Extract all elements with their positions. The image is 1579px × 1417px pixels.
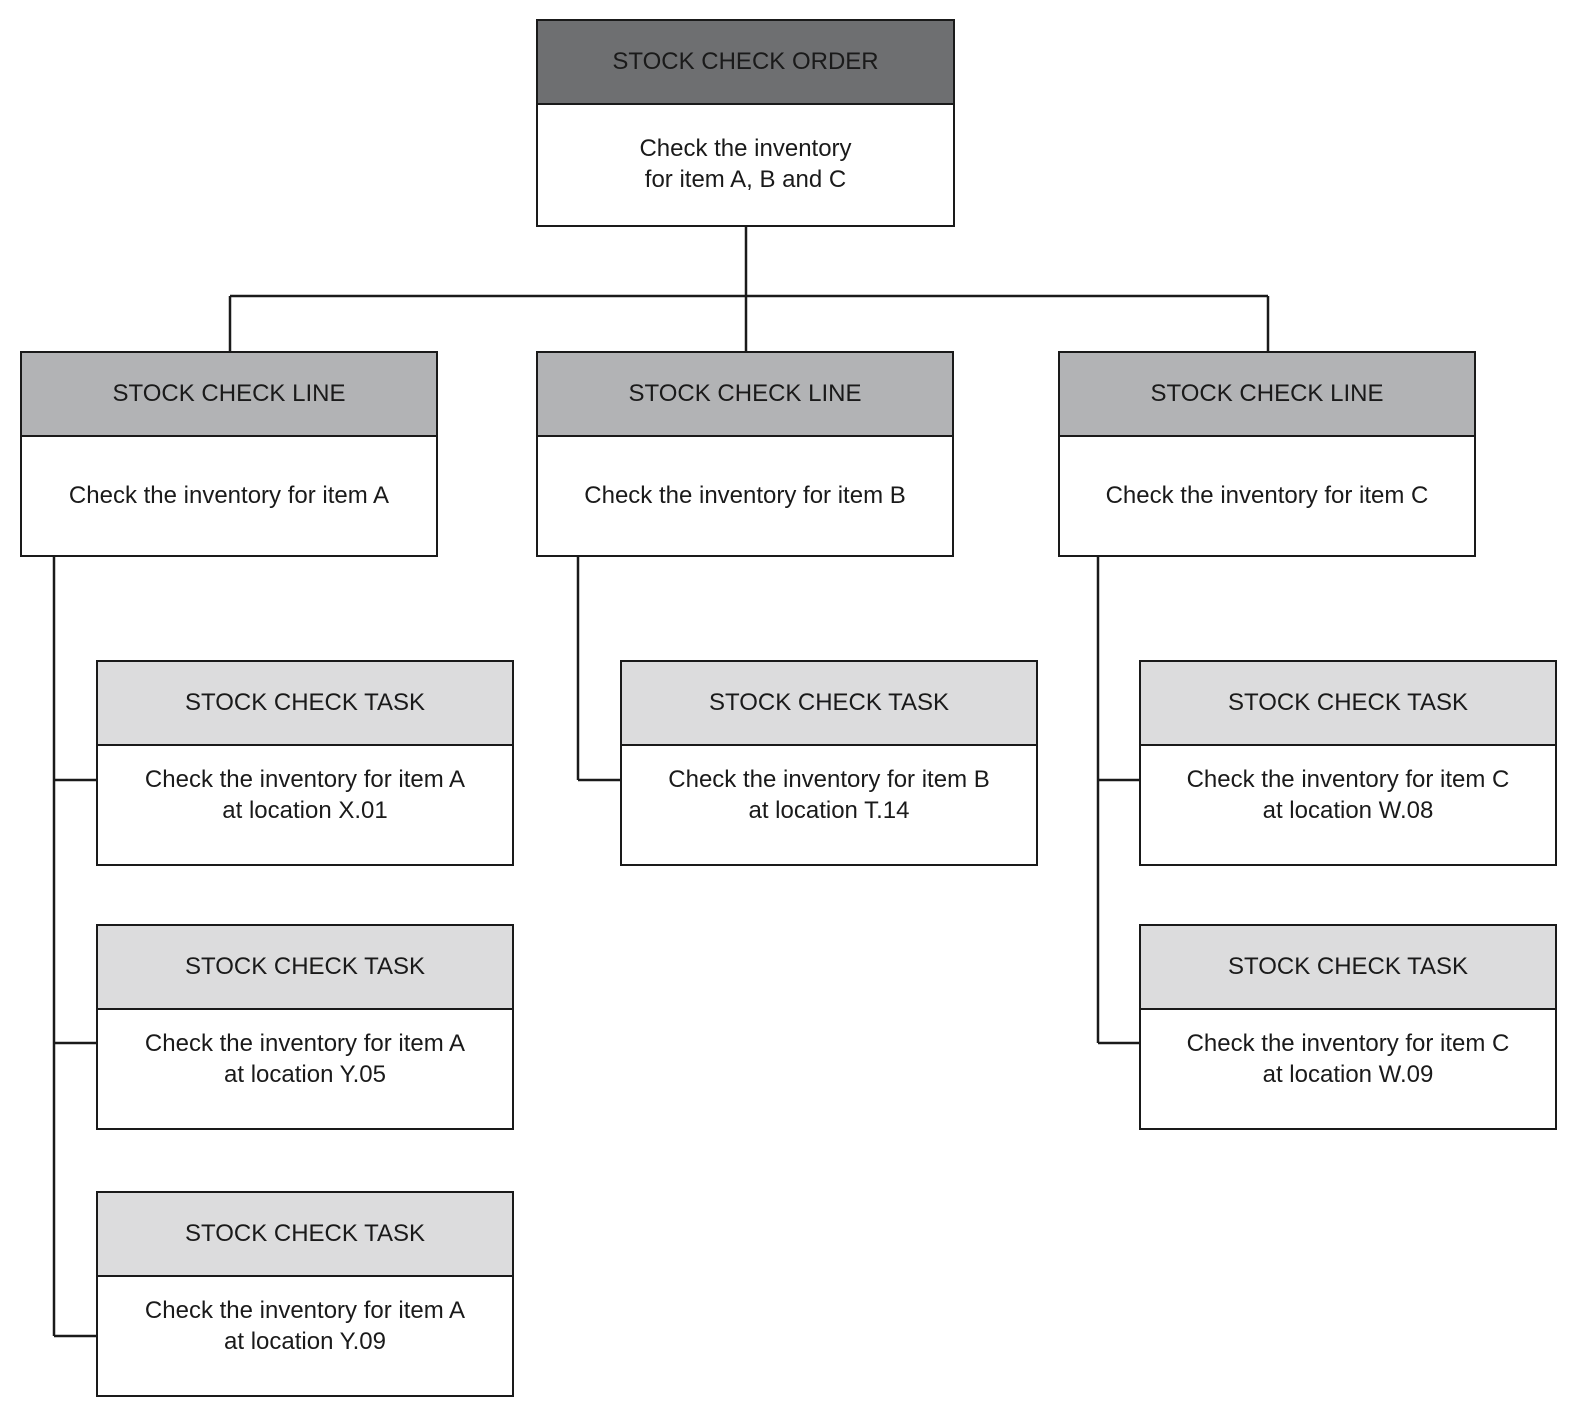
stock-check-line-title: STOCK CHECK LINE	[538, 353, 952, 437]
stock-check-task-title: STOCK CHECK TASK	[98, 926, 512, 1010]
stock-check-task-title: STOCK CHECK TASK	[98, 662, 512, 746]
stock-check-task-a2-box: STOCK CHECK TASK Check the inventory for…	[96, 924, 514, 1130]
stock-check-line-title: STOCK CHECK LINE	[1060, 353, 1474, 437]
stock-check-order-box: STOCK CHECK ORDER Check the inventory fo…	[536, 19, 955, 227]
stock-check-task-description: Check the inventory for item A at locati…	[144, 766, 466, 824]
stock-check-task-description: Check the inventory for item A at locati…	[144, 1297, 466, 1355]
stock-check-order-description: Check the inventory for item A, B and C	[639, 134, 852, 193]
stock-check-task-title: STOCK CHECK TASK	[98, 1193, 512, 1277]
stock-check-task-c2-box: STOCK CHECK TASK Check the inventory for…	[1139, 924, 1557, 1130]
stock-check-line-description: Check the inventory for item C	[1105, 482, 1429, 509]
stock-check-task-description: Check the inventory for item C at locati…	[1186, 1030, 1510, 1088]
stock-check-order-title: STOCK CHECK ORDER	[538, 21, 953, 105]
stock-check-line-b-box: STOCK CHECK LINE Check the inventory for…	[536, 351, 954, 557]
stock-check-task-b1-box: STOCK CHECK TASK Check the inventory for…	[620, 660, 1038, 866]
stock-check-line-c-box: STOCK CHECK LINE Check the inventory for…	[1058, 351, 1476, 557]
stock-check-line-description: Check the inventory for item A	[68, 482, 390, 509]
stock-check-task-a1-box: STOCK CHECK TASK Check the inventory for…	[96, 660, 514, 866]
stock-check-task-c1-box: STOCK CHECK TASK Check the inventory for…	[1139, 660, 1557, 866]
stock-check-task-description: Check the inventory for item C at locati…	[1186, 766, 1510, 824]
stock-check-task-title: STOCK CHECK TASK	[1141, 662, 1555, 746]
stock-check-task-description: Check the inventory for item A at locati…	[144, 1030, 466, 1088]
stock-check-line-description: Check the inventory for item B	[584, 482, 906, 509]
stock-check-task-a3-box: STOCK CHECK TASK Check the inventory for…	[96, 1191, 514, 1397]
stock-check-task-title: STOCK CHECK TASK	[622, 662, 1036, 746]
stock-check-task-description: Check the inventory for item B at locati…	[668, 766, 990, 824]
stock-check-line-title: STOCK CHECK LINE	[22, 353, 436, 437]
stock-check-task-title: STOCK CHECK TASK	[1141, 926, 1555, 1010]
stock-check-line-a-box: STOCK CHECK LINE Check the inventory for…	[20, 351, 438, 557]
